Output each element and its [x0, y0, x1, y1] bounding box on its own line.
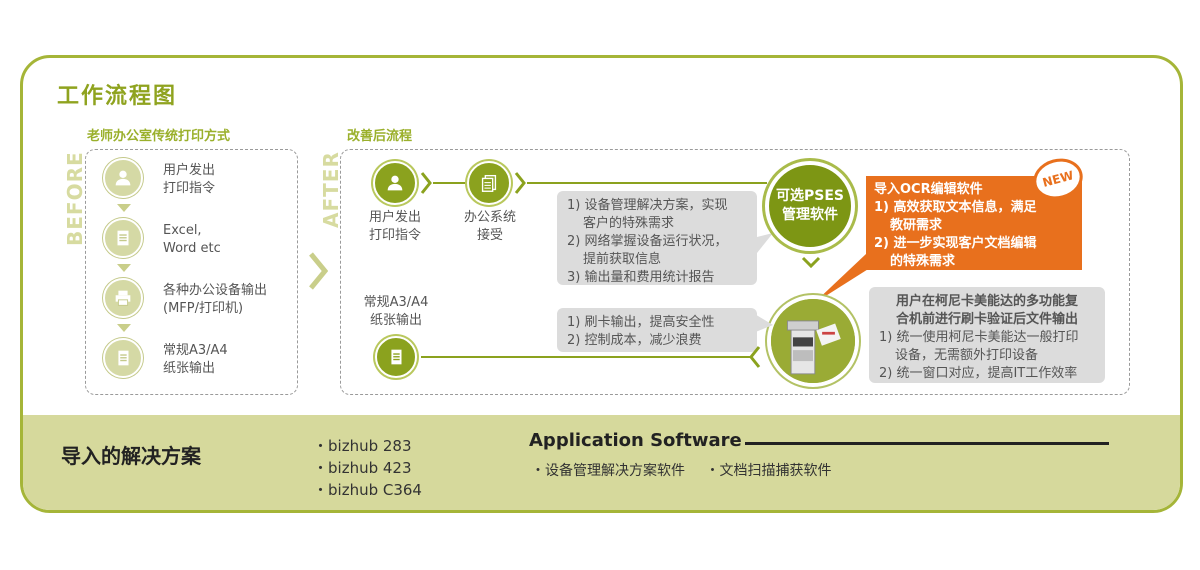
chevron-down-icon	[117, 264, 131, 272]
connector-line	[421, 356, 751, 358]
workflow-frame: 工作流程图 老师办公室传统打印方式 改善后流程 BEFORE AFTER 用户发…	[20, 55, 1183, 513]
chevron-down-icon	[117, 204, 131, 212]
before-printer-icon	[103, 278, 143, 318]
card-print-info: 1) 刷卡输出，提高安全性 2) 控制成本，减少浪费	[557, 308, 757, 352]
before-step-1-text: 用户发出打印指令	[163, 163, 216, 196]
solutions-band	[23, 415, 1180, 510]
before-paper-icon	[103, 338, 143, 378]
model-item: ・bizhub C364	[313, 481, 422, 499]
chevron-right-icon	[514, 172, 526, 194]
solutions-title: 导入的解决方案	[61, 444, 201, 468]
callout-pointer	[753, 313, 773, 333]
chevron-right-icon	[420, 172, 432, 194]
mfp-card-auth-info: 用户在柯尼卡美能达的多功能复 合机前进行刷卡验证后文件输出 1) 统一使用柯尼卡…	[869, 287, 1105, 383]
connector-line	[433, 182, 467, 184]
callout-pointer	[753, 233, 773, 258]
after-user-icon	[373, 161, 417, 205]
before-document-icon	[103, 218, 143, 258]
application-software-list: ・设备管理解决方案软件 ・文档扫描捕获软件	[531, 460, 847, 480]
page-title: 工作流程图	[57, 84, 178, 109]
before-step-3-text: 各种办公设备输出(MFP/打印机)	[163, 283, 268, 316]
pses-software-badge: 可选PSES 管理软件	[765, 161, 855, 251]
before-flow-box	[85, 149, 298, 395]
after-flow-box	[340, 149, 1130, 395]
connector-line	[527, 182, 767, 184]
after-step-office-text: 办公系统接受	[463, 210, 516, 243]
app-item: ・文档扫描捕获软件	[705, 463, 832, 479]
before-step-2-text: Excel,Word etc	[163, 223, 221, 256]
mfp-printer-image	[767, 295, 859, 387]
device-management-info: 1) 设备管理解决方案，实现 客户的特殊需求 2) 网络掌握设备运行状况， 提前…	[557, 191, 757, 285]
model-item: ・bizhub 283	[313, 437, 412, 455]
divider	[745, 442, 1109, 445]
after-step-user-text: 用户发出打印指令	[368, 210, 421, 243]
after-paper-icon	[375, 336, 417, 378]
chevron-down-icon	[117, 324, 131, 332]
model-item: ・bizhub 423	[313, 459, 412, 477]
before-vertical-label: BEFORE	[63, 151, 87, 246]
callout-pointer	[813, 254, 873, 304]
before-section-title: 老师办公室传统打印方式	[87, 129, 231, 144]
model-list: ・bizhub 283 ・bizhub 423 ・bizhub C364	[313, 435, 422, 501]
chevron-left-icon	[749, 346, 761, 368]
application-software-title: Application Software	[529, 430, 742, 451]
after-section-title: 改善后流程	[347, 129, 413, 144]
chevron-right-icon	[309, 252, 328, 290]
chevron-down-icon	[801, 256, 821, 268]
app-item: ・设备管理解决方案软件	[531, 463, 685, 479]
after-office-icon	[467, 161, 511, 205]
before-user-icon	[103, 158, 143, 198]
